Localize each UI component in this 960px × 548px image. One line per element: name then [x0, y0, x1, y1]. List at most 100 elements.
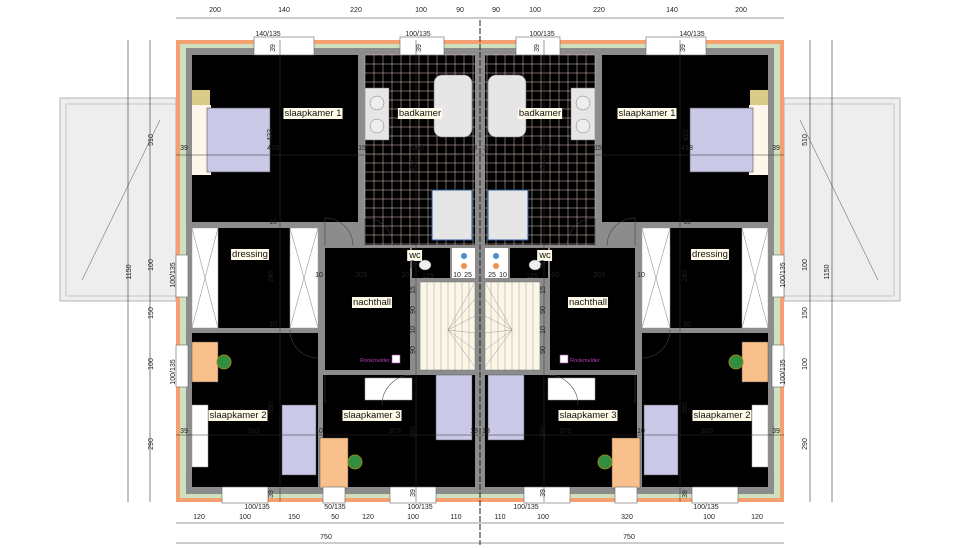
- room-label-slaapkamer-2: slaapkamer 2: [209, 410, 266, 421]
- label-background: [691, 249, 729, 260]
- dimension-label: 25: [488, 272, 496, 279]
- dimension-label: 10: [499, 272, 507, 279]
- closet: [547, 377, 596, 401]
- bottom-dim: 100: [239, 514, 251, 521]
- heating-symbol: [461, 263, 467, 269]
- window-size-label: 100/135: [513, 504, 538, 511]
- window-size-label: 140/135: [679, 31, 704, 38]
- winder-step: [447, 315, 476, 331]
- shaft: [452, 248, 475, 278]
- room-label-slaapkamer-2: slaapkamer 2: [693, 410, 750, 421]
- dimension-label: 18: [470, 428, 478, 435]
- shower: [487, 189, 529, 241]
- desk: [191, 341, 219, 383]
- desk: [611, 437, 641, 489]
- bed-headboard: [749, 105, 768, 175]
- toilet: [418, 259, 432, 271]
- window-size-label: 100/135: [405, 31, 430, 38]
- room-label-slaapkamer-3: slaapkamer 3: [559, 410, 616, 421]
- label-background: [558, 410, 618, 421]
- dimension-label: 10: [453, 272, 461, 279]
- label-background: [537, 250, 553, 261]
- balcony: [783, 97, 901, 302]
- shower: [431, 189, 473, 241]
- dimension-label: 39: [410, 489, 417, 497]
- room-nachthall: [325, 248, 410, 370]
- dimension-label: 390: [268, 402, 275, 414]
- dimension-label: 390: [682, 402, 689, 414]
- dimension-label: 90: [540, 346, 547, 354]
- winder-step: [447, 281, 476, 331]
- bottom-dim: 120: [751, 514, 763, 521]
- door-swing: [566, 217, 596, 247]
- dimension-label: 422: [683, 129, 690, 141]
- window-size-label: 100/135: [170, 262, 177, 287]
- door-swing: [364, 217, 394, 247]
- door-swing: [324, 217, 354, 247]
- winder-step: [447, 298, 476, 331]
- dimension-label: 310: [701, 428, 713, 435]
- dimension-label: 373: [559, 428, 571, 435]
- window: [175, 254, 189, 298]
- bed: [435, 374, 473, 441]
- window: [515, 36, 561, 56]
- sink-basin: [575, 95, 591, 111]
- window: [253, 36, 315, 56]
- dimension-label: 39: [680, 44, 687, 52]
- room-label-dressing: dressing: [692, 249, 728, 260]
- label-background: [351, 297, 393, 308]
- room-label-wc: wc: [538, 250, 551, 261]
- winder-step: [484, 329, 513, 368]
- winder-step: [484, 329, 513, 334]
- room-label-nachthall: nachthall: [353, 297, 391, 308]
- label-background: [567, 297, 609, 308]
- winder-step: [447, 329, 476, 351]
- balcony: [59, 97, 177, 302]
- dimension-label: 203: [593, 272, 605, 279]
- dimension-label: 10: [401, 272, 409, 279]
- bottom-dim: 100: [703, 514, 715, 521]
- top-dim: 90: [456, 7, 464, 14]
- room-label-slaapkamer-3: slaapkamer 3: [343, 410, 400, 421]
- winder-step: [484, 281, 513, 331]
- top-dim: 90: [492, 7, 500, 14]
- winder-step: [484, 315, 513, 331]
- dimension-label: 39: [268, 490, 275, 498]
- top-dim: 100: [415, 7, 427, 14]
- smoke-detector-icon: [559, 354, 569, 364]
- dimension-label: 373: [389, 428, 401, 435]
- label-background: [617, 108, 677, 119]
- window: [399, 36, 445, 56]
- top-dim: 220: [350, 7, 362, 14]
- chair: [597, 454, 613, 470]
- dimension-label: 10: [637, 428, 645, 435]
- window: [523, 486, 571, 504]
- closet: [364, 377, 413, 401]
- bottom-dim: 100: [537, 514, 549, 521]
- door-swing: [547, 374, 579, 406]
- window: [389, 486, 437, 504]
- side-dim: 100: [148, 259, 155, 271]
- bottom-dim: 320: [621, 514, 633, 521]
- heating-symbol: [493, 253, 499, 259]
- dimension-label: 90: [540, 260, 547, 268]
- winder-step: [447, 329, 476, 334]
- room-nachthall: [550, 248, 635, 370]
- room-label-slaapkamer-1: slaapkamer 1: [284, 108, 341, 119]
- top-dim: 140: [278, 7, 290, 14]
- label-background: [283, 108, 343, 119]
- dimension-label: 39: [682, 490, 689, 498]
- dimension-label: 39: [772, 145, 780, 152]
- dimension-label: 10: [269, 219, 277, 226]
- dimension-label: 39: [270, 44, 277, 52]
- bottom-dim: 50: [331, 514, 339, 521]
- wardrobe-cross: [289, 227, 319, 329]
- toilet: [528, 259, 542, 271]
- window: [175, 344, 189, 388]
- dimension-label: 422: [267, 129, 274, 141]
- bed-headboard: [192, 105, 211, 175]
- top-dim: 200: [209, 7, 221, 14]
- dimension-label: 10: [683, 219, 691, 226]
- bottom-dim: 110: [450, 514, 461, 521]
- dimension-label: 15: [540, 286, 547, 294]
